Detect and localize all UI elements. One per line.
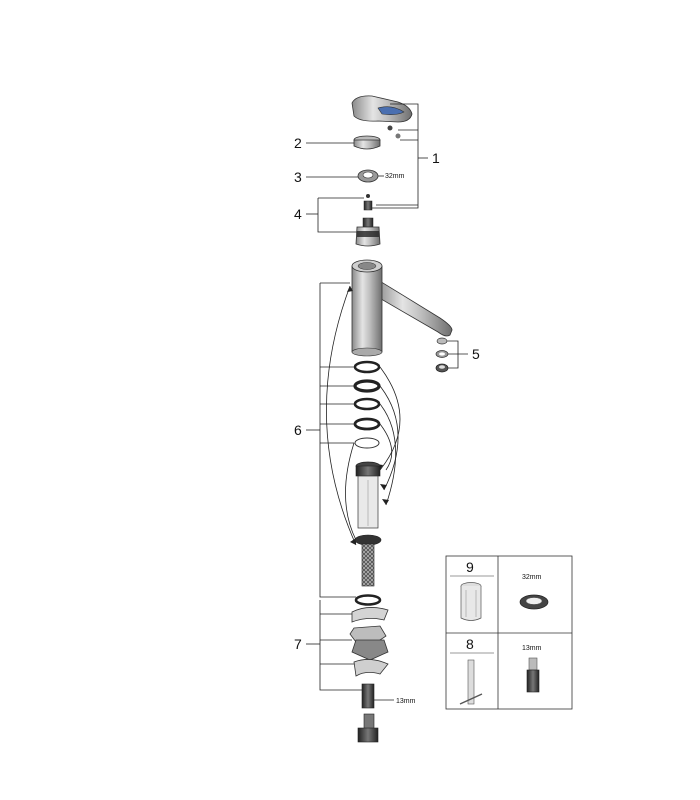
callout-3: 3 xyxy=(294,169,302,185)
tool-8-number: 8 xyxy=(466,636,474,652)
tool-8-size: 13mm xyxy=(522,645,542,652)
cartridge xyxy=(355,217,381,247)
hex-socket-illustration xyxy=(526,657,540,693)
callout-7: 7 xyxy=(294,636,302,652)
tool-box xyxy=(445,555,573,710)
tool-9-size: 32mm xyxy=(522,574,542,581)
tool-9-number: 9 xyxy=(466,559,474,575)
nut-wrench-illustration xyxy=(519,594,549,610)
callout-4: 4 xyxy=(294,206,302,222)
mounting-set xyxy=(349,594,389,743)
handle-screws xyxy=(387,125,401,139)
aerator-parts xyxy=(435,337,449,373)
spout-body xyxy=(351,259,453,357)
adapter-small-parts xyxy=(363,194,373,211)
threaded-sleeve xyxy=(354,461,382,546)
lever-handle xyxy=(351,95,413,123)
callout-2: 2 xyxy=(294,135,302,151)
fixing-nut xyxy=(357,169,379,183)
nut-size-label: 32mm xyxy=(385,173,405,180)
callout-5: 5 xyxy=(472,346,480,362)
callout-1: 1 xyxy=(432,150,440,166)
braided-hose xyxy=(361,543,375,587)
t-wrench-illustration xyxy=(459,659,483,705)
shank-size-label: 13mm xyxy=(396,698,416,705)
cover-cap xyxy=(353,135,381,150)
leader-lines xyxy=(306,103,468,701)
callout-6: 6 xyxy=(294,422,302,438)
cartridge-tool-illustration xyxy=(460,582,482,621)
assembly-arrows xyxy=(326,285,401,546)
seal-rings xyxy=(353,360,381,449)
